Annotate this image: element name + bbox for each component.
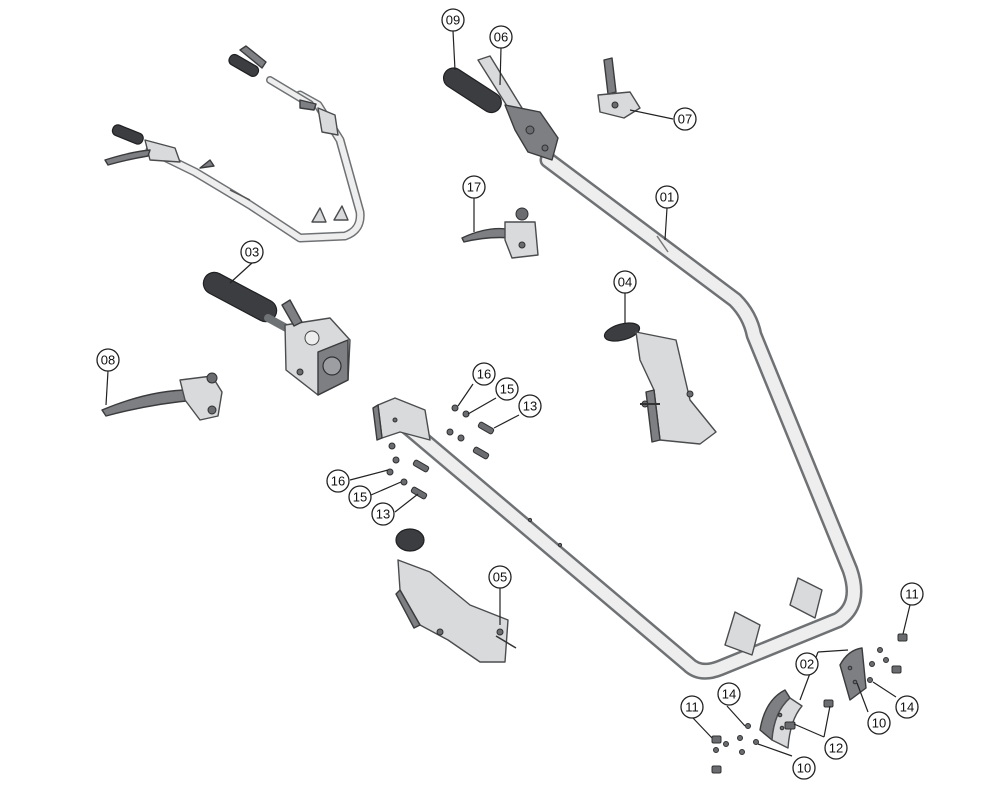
callout-label: 06: [494, 30, 508, 45]
leader-lines: [105, 30, 911, 757]
callout-label: 08: [101, 353, 115, 368]
callout-11-right: 11: [900, 582, 924, 606]
callout-label: 07: [678, 112, 692, 127]
callout-label: 13: [523, 399, 537, 414]
callout-03: 03: [240, 240, 264, 264]
callout-13-lower: 13: [371, 502, 395, 526]
callout-09: 09: [441, 8, 465, 32]
throttle-grip-09: [442, 67, 502, 114]
callout-label: 09: [446, 13, 460, 28]
callout-label: 12: [829, 741, 843, 756]
callout-label: 15: [500, 382, 514, 397]
callout-15-upper: 15: [495, 377, 519, 401]
callout-label: 05: [493, 570, 507, 585]
hardware-set-lower: [386, 442, 430, 500]
callout-15-lower: 15: [348, 485, 372, 509]
callout-label: 11: [685, 700, 699, 715]
callout-11-left: 11: [680, 695, 704, 719]
callout-label: 02: [800, 657, 814, 672]
callout-13-upper: 13: [518, 394, 542, 418]
main-handlebar-tube: [372, 151, 863, 680]
assembled-handlebar-preview: [104, 45, 365, 243]
callout-12: 12: [824, 736, 848, 760]
callout-label: 04: [618, 275, 632, 290]
callout-16-upper: 16: [472, 362, 496, 386]
callout-02: 02: [795, 652, 819, 676]
callout-label: 16: [331, 474, 345, 489]
callout-label: 16: [477, 367, 491, 382]
lever-clamp-17: [461, 207, 539, 259]
callout-label: 11: [905, 587, 919, 602]
callout-label: 10: [872, 716, 886, 731]
callout-14-left: 14: [717, 682, 741, 706]
callout-label: 03: [245, 245, 259, 260]
callout-16-lower: 16: [326, 469, 350, 493]
callout-label: 17: [467, 180, 481, 195]
callout-05: 05: [488, 565, 512, 589]
callout-label: 13: [376, 507, 390, 522]
callout-label: 15: [353, 490, 367, 505]
control-bracket-05: [395, 528, 517, 663]
hardware-set-upper: [446, 404, 495, 460]
callout-04: 04: [613, 270, 637, 294]
brake-lever-08: [101, 372, 223, 421]
callout-10-left: 10: [792, 756, 816, 780]
callout-14-right: 14: [895, 695, 919, 719]
lever-clamp-07: [597, 57, 641, 119]
callout-label: 01: [660, 190, 674, 205]
callout-06: 06: [489, 25, 513, 49]
hardware-set-bottom-right: [711, 633, 908, 774]
callout-01: 01: [655, 185, 679, 209]
callout-label: 10: [797, 761, 811, 776]
callout-10-right: 10: [867, 711, 891, 735]
callout-08: 08: [96, 348, 120, 372]
grip-switch-block-03: [202, 271, 351, 396]
callout-label: 14: [722, 687, 736, 702]
callout-17: 17: [462, 175, 486, 199]
control-bracket-04: [603, 322, 717, 445]
callout-07: 07: [673, 107, 697, 131]
callout-label: 14: [900, 700, 914, 715]
